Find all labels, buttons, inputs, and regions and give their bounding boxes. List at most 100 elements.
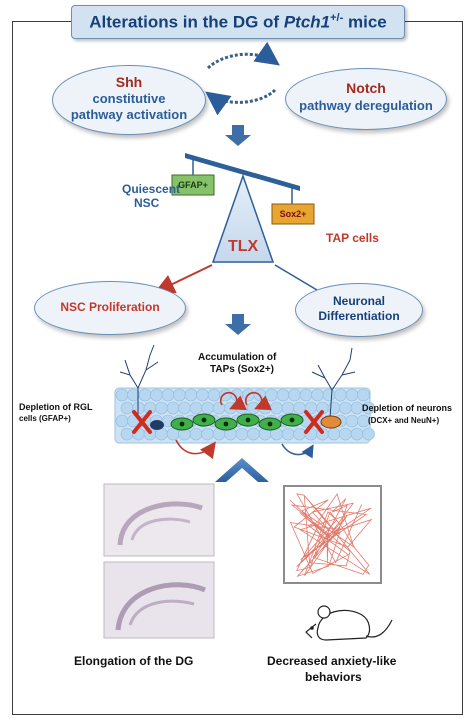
tissue-bubble	[339, 427, 352, 441]
open-field-track	[283, 485, 382, 584]
tissue-bubble	[327, 427, 341, 441]
tissue-bubble	[281, 401, 295, 415]
tap-cells	[170, 413, 304, 431]
gfap-box	[171, 174, 215, 196]
sox2-box	[271, 203, 315, 225]
tissue-bubble	[362, 401, 375, 415]
tissue-bubble	[322, 388, 336, 402]
tlx-triangle	[211, 173, 275, 263]
tissue-bubble	[150, 388, 163, 402]
tap-cell-nucleus	[289, 417, 295, 423]
dg-elongation-label: Elongation of the DG	[74, 654, 194, 668]
cycle-arrow-top	[206, 41, 280, 70]
cycle-arrow-bottom	[205, 88, 277, 116]
tap-cell-nucleus	[179, 421, 185, 427]
tissue-bubble	[345, 414, 359, 428]
rgl-cell	[150, 420, 164, 430]
tissue-bubble	[173, 388, 186, 402]
tissue-bubble	[327, 401, 341, 415]
neuron-dendrites	[311, 347, 356, 419]
title: Alterations in the DG of Ptch1+/- mice	[72, 12, 404, 33]
tissue-bubbles	[115, 388, 375, 441]
shh-name: Shh	[115, 74, 143, 90]
down-arrow-2	[225, 314, 251, 335]
tissue-bubble	[276, 388, 290, 402]
sox2-label: Sox2+	[279, 209, 307, 219]
tissue-bubble	[212, 401, 226, 415]
shh-line2: pathway activation	[70, 107, 188, 122]
tissue-bubble	[281, 427, 295, 441]
differentiation-oval: Neuronal Differentiation	[295, 283, 423, 337]
tissue-bubble	[334, 388, 347, 402]
tissue-bubble	[115, 414, 129, 428]
neuron-depletion-label-2: (DCX+ and NeuN+)	[368, 416, 440, 425]
tissue-bubble	[357, 414, 370, 428]
tissue-bubble	[120, 401, 134, 415]
tissue-bubble	[120, 427, 134, 441]
tissue-bubble	[184, 388, 198, 402]
rgl-dendrites	[119, 344, 159, 420]
tissue-bubble	[350, 427, 364, 441]
tissue-bubble	[357, 388, 370, 402]
x-mark-neuron	[304, 410, 324, 434]
tissue-bubble	[178, 401, 191, 415]
tissue-bubble	[235, 427, 249, 441]
title-suffix: mice	[343, 12, 387, 32]
tissue-bubble	[345, 388, 359, 402]
accumulation-label-1: Accumulation of	[198, 352, 277, 363]
tissue-bubble	[265, 388, 278, 402]
curve-arrow-left	[175, 439, 216, 460]
neuron-cell	[320, 415, 342, 429]
tissue-bubble	[339, 401, 352, 415]
quiescent-label-2: NSC	[134, 196, 160, 210]
tissue-bubble	[270, 401, 283, 415]
tissue-bubble	[299, 388, 313, 402]
tissue-bubble	[189, 401, 203, 415]
tissue-bubble	[161, 388, 175, 402]
tissue-bubble	[288, 388, 301, 402]
tap-circle-arrow-right	[244, 391, 272, 411]
tissue-bubble	[166, 401, 180, 415]
tissue-bubble	[196, 388, 209, 402]
inhibition-to-differentiation	[274, 264, 323, 294]
dg-image-bottom	[103, 561, 215, 639]
arrow-to-proliferation	[154, 264, 213, 294]
tissue-bubble	[138, 388, 152, 402]
anxiety-label-1: Decreased anxiety-like	[267, 654, 397, 668]
shh-oval: Shh constitutive pathway activation	[52, 65, 206, 135]
tap-circle-arrow-left	[219, 391, 247, 411]
proliferation-label: NSC Proliferation	[60, 300, 160, 314]
tap-cells-label: TAP cells	[326, 231, 379, 245]
title-prefix: Alterations in the DG of	[89, 12, 284, 32]
notch-oval: Notch pathway deregulation	[285, 68, 447, 130]
tap-cell-nucleus	[245, 417, 251, 423]
tap-cell-nucleus	[201, 417, 207, 423]
tissue-bubble	[201, 427, 214, 441]
tap-cell-nucleus	[267, 421, 273, 427]
curve-arrow-right	[281, 443, 314, 459]
rgl-depletion-label-1: Depletion of RGL	[19, 402, 93, 412]
tissue-bubble	[311, 388, 324, 402]
tissue-bubble	[189, 427, 203, 441]
tissue-bubble	[115, 388, 129, 402]
tissue-bubble	[362, 427, 375, 441]
title-box: Alterations in the DG of Ptch1+/- mice	[71, 5, 405, 39]
notch-line1: pathway deregulation	[299, 98, 433, 113]
tissue-bubble	[293, 427, 306, 441]
differentiation-label-2: Differentiation	[318, 309, 400, 323]
anxiety-label-2: behaviors	[305, 670, 362, 684]
rgl-depletion-label-2: cells (GFAP+)	[19, 414, 71, 423]
balance-beam	[185, 153, 300, 191]
tissue-bubble	[293, 401, 306, 415]
tissue-bubble	[247, 427, 260, 441]
tissue-bubble	[207, 388, 221, 402]
title-gene: Ptch1	[283, 12, 331, 32]
tissue-bubble	[155, 401, 168, 415]
differentiation-label-1: Neuronal	[332, 294, 385, 308]
shh-line1: constitutive	[92, 91, 166, 106]
proliferation-oval: NSC Proliferation	[34, 281, 186, 335]
title-superscript: +/-	[330, 12, 344, 24]
chevron-up-icon	[215, 458, 269, 482]
